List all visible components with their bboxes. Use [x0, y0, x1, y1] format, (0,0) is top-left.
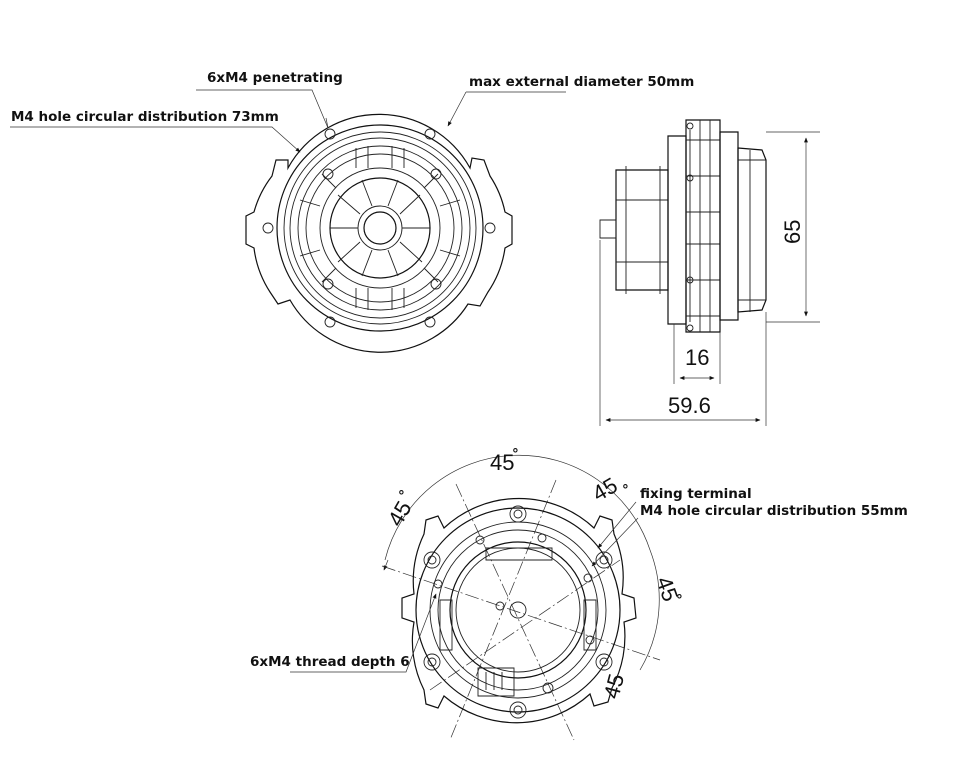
- angle-right-degree: °: [676, 592, 683, 608]
- penetrating-label: 6xM4 penetrating: [207, 70, 343, 86]
- dim-total-length: 59.6: [668, 393, 711, 418]
- angle-bottom-right: 45: [599, 671, 629, 701]
- penetrating-holes: [262, 128, 496, 328]
- max-diameter-label: max external diameter 50mm: [469, 74, 694, 90]
- angle-top-right-degree: °: [622, 482, 629, 498]
- angle-top-left-degree: °: [398, 488, 405, 504]
- fixing-terminal-label: fixing terminal: [640, 486, 752, 502]
- side-view: [599, 119, 820, 426]
- angle-top: 45: [490, 450, 514, 475]
- thread-holes: [423, 505, 613, 719]
- hole-55-label: M4 hole circular distribution 55mm: [640, 503, 908, 519]
- dim-flange-width: 16: [685, 345, 709, 370]
- rear-view: [290, 454, 661, 741]
- angle-top-right: 45: [588, 472, 622, 506]
- hole-73-label: M4 hole circular distribution 73mm: [11, 109, 279, 125]
- thread-depth-label: 6xM4 thread depth 6: [250, 654, 410, 670]
- angle-top-degree: °: [512, 446, 519, 462]
- dim-height: 65: [780, 220, 805, 244]
- front-view: [10, 89, 566, 353]
